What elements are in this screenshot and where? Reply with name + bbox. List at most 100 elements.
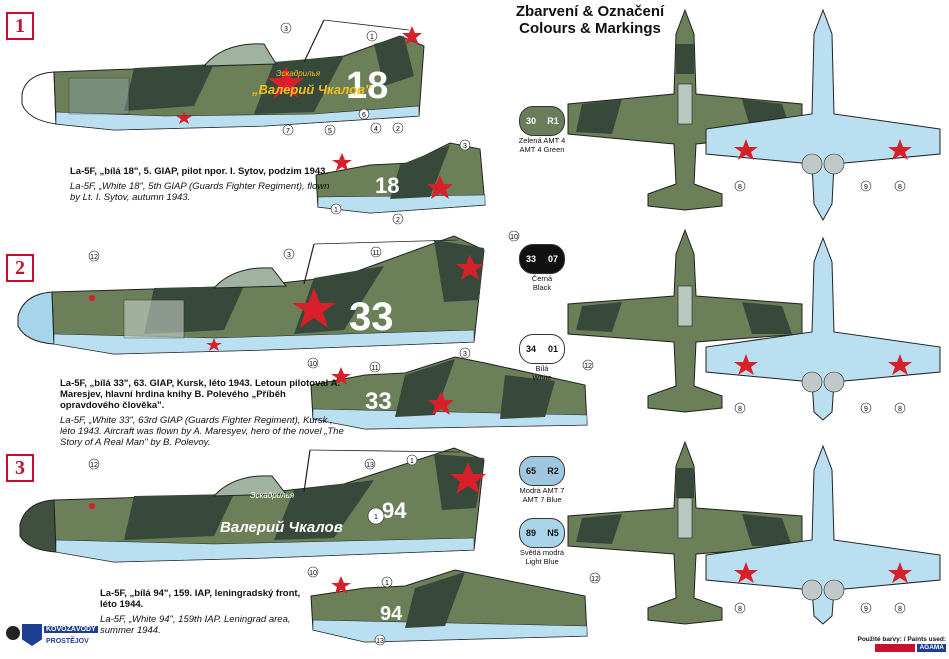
profile-number-3: 3 [6, 454, 34, 482]
svg-text:3: 3 [287, 252, 291, 259]
paint-code-a: 30 [525, 115, 536, 126]
svg-text:7: 7 [286, 128, 290, 135]
paint-code-a: 34 [525, 343, 536, 354]
svg-text:11: 11 [372, 250, 379, 257]
bottom-view-3: 8 9 8 [705, 444, 941, 625]
paint-code-b: R2 [547, 465, 559, 476]
profile-1-small-view: 18 3 1 2 [315, 139, 486, 225]
svg-text:3: 3 [284, 26, 288, 33]
paint-label-en: Black [532, 283, 552, 292]
profile-3-desc-cz: La-5F, „bílá 94", 159. IAP, leningradský… [100, 588, 301, 610]
fuselage-script-small-3: Эскадрилья [250, 491, 295, 500]
top-view-2 [567, 228, 803, 413]
svg-text:13: 13 [376, 638, 384, 645]
svg-text:8: 8 [898, 606, 902, 613]
fuselage-script-3: Валерий Чкалов [220, 519, 343, 536]
paint-label-en: AMT 7 Blue [522, 495, 562, 504]
svg-text:9: 9 [864, 606, 868, 613]
brand-bottom: PROSTĚJOV [46, 638, 89, 645]
paint-brand-agama: AGAMA [917, 644, 946, 652]
paint-swatch-black: 33 07 Černá Black [512, 244, 572, 292]
svg-text:8: 8 [898, 406, 902, 413]
paint-label-cz: Zelená AMT 4 [518, 136, 566, 145]
svg-text:8: 8 [898, 184, 902, 191]
svg-text:10: 10 [510, 234, 518, 241]
tail-code-2-small: 33 [365, 388, 392, 415]
profile-2-side-view: 33 12 3 11 10 [17, 230, 520, 355]
profile-2-desc-en: La-5F, „White 33", 63rd GIAP (Guards Fig… [60, 415, 344, 448]
svg-text:6: 6 [362, 112, 366, 119]
svg-text:8: 8 [738, 406, 742, 413]
fuselage-script-1: „Валерий Чкалов" [251, 82, 372, 97]
bottom-view-1: 8 9 8 [705, 8, 941, 222]
page-title: Zbarvení & Označení Colours & Markings [500, 3, 680, 37]
tail-code-2: 33 [349, 295, 394, 339]
profile-2-small-view: 33 10 11 3 12 [307, 347, 594, 430]
tail-code-1-small: 18 [375, 173, 399, 198]
profile-2-description: La-5F, „bílá 33", 63. GIAP, Kursk, léto … [60, 378, 345, 448]
profile-3-description: La-5F, „bílá 94", 159. IAP, leningradský… [100, 588, 315, 636]
svg-text:10: 10 [309, 570, 317, 577]
paint-code-b: 01 [547, 343, 558, 354]
paint-label-en: AMT 4 Green [519, 145, 565, 154]
paint-code-b: 07 [547, 253, 558, 264]
paint-label-en: Light Blue [525, 557, 559, 566]
paint-code-b: R1 [547, 115, 559, 126]
logo-badge-icon [6, 626, 20, 640]
shield-icon [22, 624, 42, 646]
paint-code-a: 33 [525, 253, 536, 264]
svg-text:12: 12 [591, 576, 599, 583]
profile-number-1: 1 [6, 12, 34, 40]
profile-2-desc-cz: La-5F, „bílá 33", 63. GIAP, Kursk, léto … [60, 378, 341, 411]
svg-text:9: 9 [864, 184, 868, 191]
profile-1-description: La-5F, „bílá 18", 5. GIAP, pilot npor. I… [70, 166, 340, 203]
paint-swatch-white: 34 01 Bílá White [512, 334, 572, 382]
svg-text:3: 3 [463, 143, 467, 150]
svg-text:12: 12 [90, 462, 98, 469]
top-view-1 [567, 8, 803, 211]
svg-text:10: 10 [309, 361, 317, 368]
paint-code-a: 89 [525, 527, 536, 538]
tail-code-3-small: 94 [380, 603, 403, 625]
svg-text:3: 3 [463, 351, 467, 358]
paints-used-note: Použité barvy: / Paints used: AGAMA [840, 636, 946, 652]
svg-text:12: 12 [584, 363, 592, 370]
profile-3-desc-en: La-5F, „White 94", 159th IAP. Leningrad … [100, 614, 291, 636]
svg-text:1: 1 [370, 34, 374, 41]
svg-text:2: 2 [396, 126, 400, 133]
svg-text:11: 11 [371, 365, 378, 372]
tail-code-3: 94 [382, 498, 407, 523]
bottom-view-2: 8 9 8 [705, 236, 941, 421]
svg-text:9: 9 [864, 406, 868, 413]
fuselage-script-small-1: Эскадрилья [276, 69, 321, 78]
svg-text:8: 8 [738, 606, 742, 613]
profile-number-2: 2 [6, 254, 34, 282]
profile-1-desc-en: La-5F, „White 18", 5th GIAP (Guards Figh… [70, 181, 330, 203]
paint-brand-logo [875, 644, 916, 652]
svg-text:2: 2 [396, 217, 400, 224]
paint-code-b: N5 [547, 527, 559, 538]
svg-text:1: 1 [334, 207, 338, 214]
paint-swatch-green: 30 R1 Zelená AMT 4 AMT 4 Green [512, 106, 572, 154]
svg-text:12: 12 [90, 254, 98, 261]
svg-text:5: 5 [328, 128, 332, 135]
svg-text:1: 1 [374, 514, 378, 521]
paint-label-cz: Bílá [535, 364, 549, 373]
svg-text:8: 8 [738, 184, 742, 191]
paint-label-cz: Černá [531, 274, 553, 283]
paint-swatch-light-blue: 89 N5 Světlá modrá Light Blue [512, 518, 572, 566]
profile-3-small-view: 94 10 1 13 12 [307, 566, 601, 646]
title-english: Colours & Markings [519, 20, 661, 37]
paint-label-cz: Světlá modrá [519, 548, 565, 557]
svg-text:1: 1 [385, 580, 389, 587]
svg-text:4: 4 [374, 126, 378, 133]
paint-label-en: White [532, 373, 552, 382]
profile-1-desc-cz: La-5F, „bílá 18", 5. GIAP, pilot npor. I… [70, 166, 329, 177]
top-view-3 [567, 440, 803, 625]
title-czech: Zbarvení & Označení [515, 3, 665, 20]
svg-text:1: 1 [410, 458, 414, 465]
tail-code-1: 18 [346, 65, 388, 107]
